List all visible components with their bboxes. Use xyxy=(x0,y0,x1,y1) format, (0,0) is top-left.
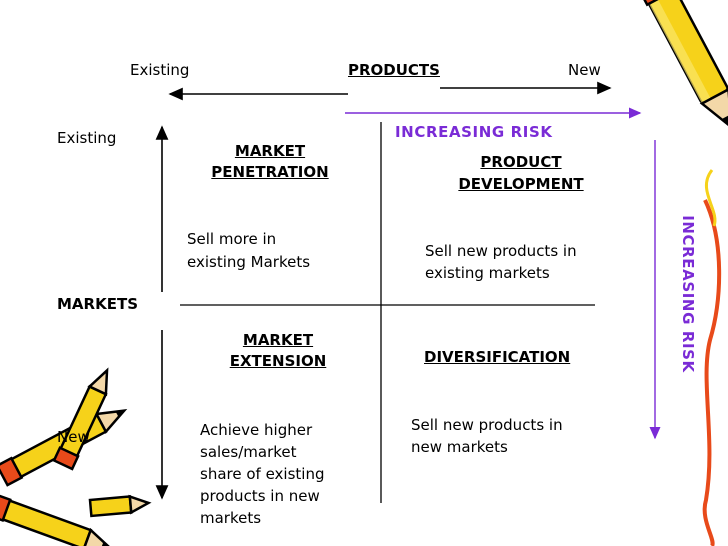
markets-title: MARKETS xyxy=(57,295,138,313)
market-extension-desc-4: products in new xyxy=(200,487,320,505)
markets-existing-label: Existing xyxy=(57,129,117,147)
market-extension-desc-3: share of existing xyxy=(200,465,325,483)
products-title: PRODUCTS xyxy=(348,61,440,79)
market-penetration-title-line1: MARKET xyxy=(234,142,306,160)
products-existing-label: Existing xyxy=(130,61,190,79)
market-extension-title-line1: MARKET xyxy=(242,331,314,349)
product-development-title-line1: PRODUCT xyxy=(480,153,562,171)
diversification-desc-1: Sell new products in xyxy=(411,416,563,434)
product-development-desc-2: existing markets xyxy=(425,264,550,282)
pencil-icon-right-scribble xyxy=(702,199,722,546)
risk-vertical-label: INCREASING RISK xyxy=(679,215,697,373)
product-development-desc-1: Sell new products in xyxy=(425,242,577,260)
product-development-title-line2: DEVELOPMENT xyxy=(458,175,584,193)
pencils-icon-bottom-left xyxy=(0,367,152,546)
market-penetration-title-line2: PENETRATION xyxy=(211,163,329,181)
market-extension-desc-5: markets xyxy=(200,509,262,527)
risk-horizontal-label: INCREASING RISK xyxy=(395,123,553,141)
market-extension-desc-2: sales/market xyxy=(200,443,297,461)
diversification-desc-2: new markets xyxy=(411,438,508,456)
pencil-icon-top-right xyxy=(637,0,728,131)
markets-new-label: New xyxy=(57,428,90,446)
diversification-title: DIVERSIFICATION xyxy=(424,348,571,366)
products-new-label: New xyxy=(568,61,601,79)
market-penetration-desc-2: existing Markets xyxy=(187,253,311,271)
market-extension-title-line2: EXTENSION xyxy=(229,352,327,370)
market-extension-desc-1: Achieve higher xyxy=(200,421,313,439)
market-penetration-desc-1: Sell more in xyxy=(187,230,277,248)
